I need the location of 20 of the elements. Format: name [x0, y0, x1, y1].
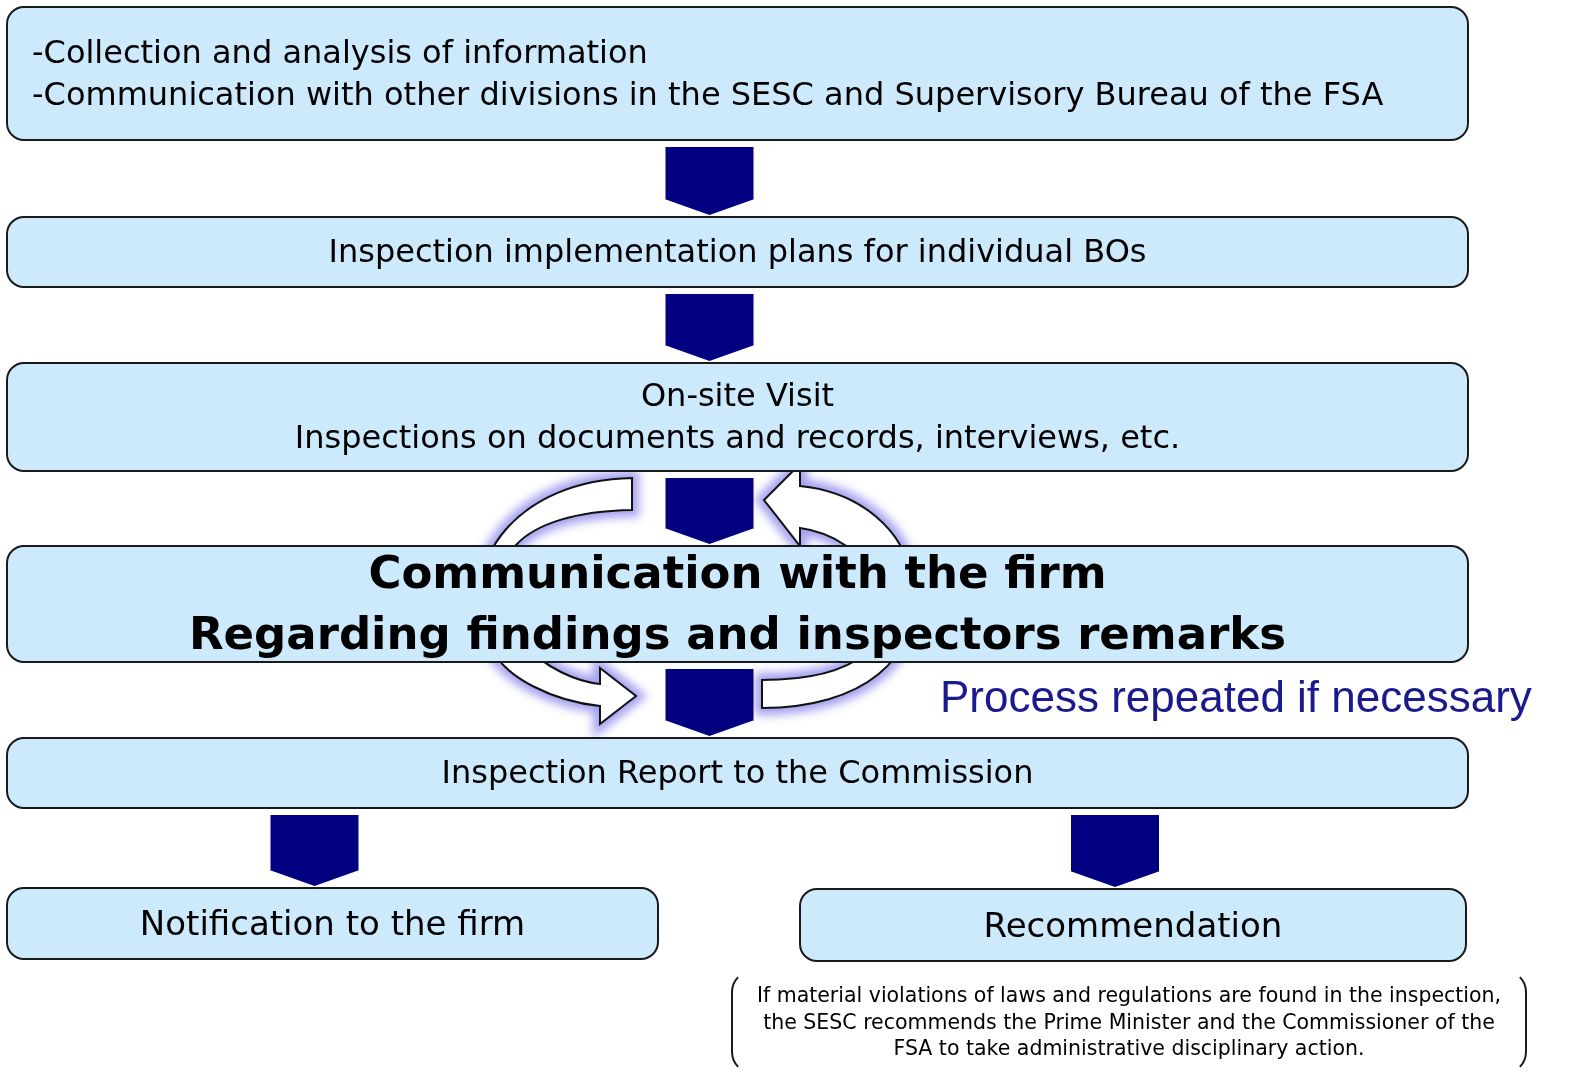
- box-text: -Communication with other divisions in the SESC and Supervisory Bureau of the FSA: [32, 73, 1384, 115]
- box-text: Inspection implementation plans for individual BOs: [328, 231, 1147, 273]
- process-box: [799, 888, 1467, 962]
- process-box: [6, 216, 1469, 288]
- box-text: On-site Visit: [640, 375, 835, 417]
- box-text: Notification to the firm: [139, 902, 526, 946]
- process-box: [6, 362, 1469, 472]
- chevron-arrow: [269, 815, 360, 886]
- box-text: -Collection and analysis of information: [32, 31, 648, 73]
- process-box: [6, 737, 1469, 809]
- chevron-arrow: [1070, 815, 1160, 887]
- box-text: Inspection Report to the Commission: [441, 752, 1034, 794]
- process-box: [6, 6, 1469, 141]
- chevron-arrow: [664, 294, 755, 361]
- process-box: [6, 887, 659, 960]
- box-text: Inspections on documents and records, interviews, etc.: [294, 417, 1181, 458]
- chevron-arrow: [664, 147, 755, 215]
- note-text: If material violations of laws and regulations are found in the inspection, the SESC recommends the Prime Minister and the Commissioner of the FSA to take administrative disciplinary action.: [755, 982, 1503, 1062]
- annotation-text: Process repeated if necessary: [940, 672, 1532, 722]
- box-text: Recommendation: [983, 903, 1283, 947]
